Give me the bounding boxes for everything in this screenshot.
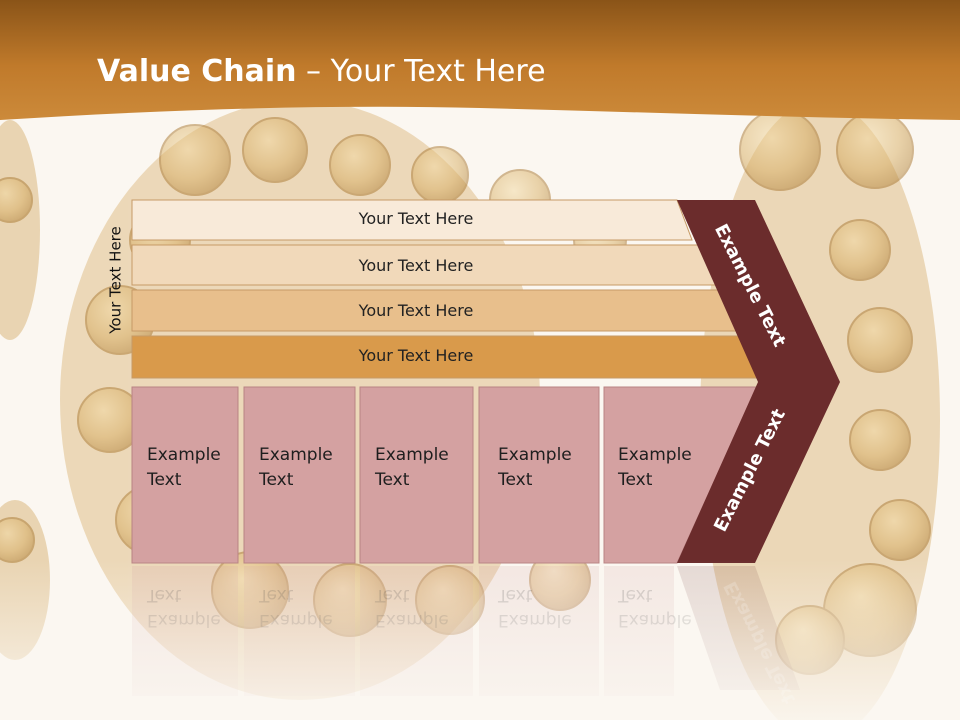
slide-title: Value Chain – Your Text Here (97, 52, 546, 92)
title-rest: – Your Text Here (296, 54, 546, 89)
header-banner (0, 0, 960, 120)
side-label: Your Text Here (104, 206, 128, 354)
support-row-4-label: Your Text Here (358, 346, 474, 365)
title-bold: Value Chain (97, 54, 297, 89)
primary-box-2[interactable] (243, 386, 356, 564)
primary-box-5-line2: Text (618, 470, 653, 490)
support-row-2-label: Your Text Here (358, 256, 474, 275)
primary-box-3-line1: Example (375, 445, 449, 465)
primary-box-4[interactable] (478, 386, 600, 564)
primary-box-3[interactable] (359, 386, 474, 564)
primary-box-2-text: Example Text (245, 387, 356, 563)
primary-box-4-line1: Example (498, 445, 572, 465)
primary-box-3-line2: Text (375, 470, 410, 490)
primary-box-1-text: Example Text (133, 387, 239, 563)
primary-box-1-line2: Text (147, 470, 182, 490)
primary-box-4-text: Example Text (484, 387, 604, 563)
support-row-3-label: Your Text Here (358, 301, 474, 320)
primary-box-3-text: Example Text (361, 387, 474, 563)
primary-box-2-line1: Example (259, 445, 333, 465)
support-row-1-label: Your Text Here (358, 209, 474, 228)
primary-box-2-line2: Text (259, 470, 294, 490)
side-label-text: Your Text Here (107, 226, 125, 334)
primary-box-1-line1: Example (147, 445, 221, 465)
primary-box-5-line1: Example (618, 445, 692, 465)
primary-box-4-line2: Text (498, 470, 533, 490)
margin-arrow[interactable] (677, 200, 840, 563)
primary-box-5-text: Example Text (604, 387, 714, 563)
support-row-1[interactable] (131, 199, 693, 241)
primary-box-1[interactable] (131, 386, 239, 564)
